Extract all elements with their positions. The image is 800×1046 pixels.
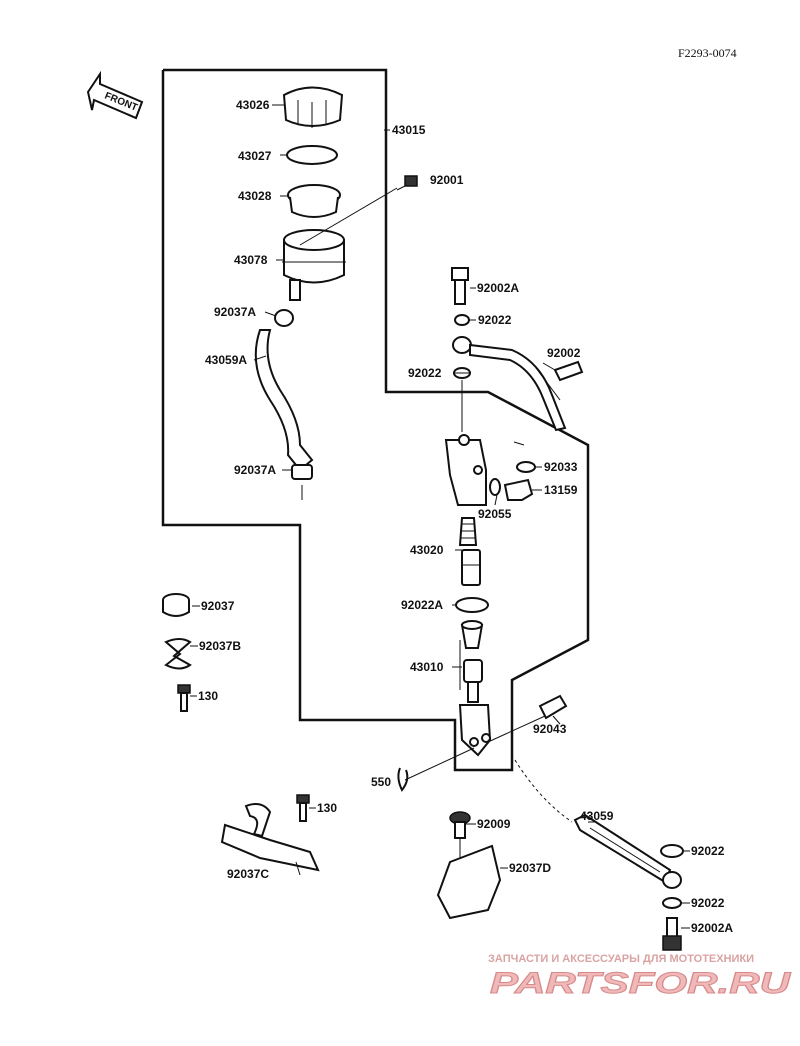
clevis (458, 704, 492, 757)
spring-43020 (458, 517, 481, 586)
part-label: 92022 (691, 896, 725, 910)
part-label: 92002A (477, 281, 519, 295)
washer-92022-top (454, 314, 470, 326)
part-label: 92009 (477, 817, 511, 831)
piston-43010 (459, 620, 484, 703)
leader-92001-line (299, 187, 398, 246)
part-label: 43010 (410, 660, 444, 674)
part-label: 43059A (205, 353, 247, 367)
watermark-brand: PARTSFOR.RU (490, 967, 792, 1000)
washer-92022-lower-top (660, 844, 684, 858)
watermark: ЗАПЧАСТИ И АКСЕССУАРЫ ДЛЯ МОТОТЕХНИКИ PA… (488, 953, 792, 1001)
leader-lines (190, 104, 690, 929)
reservoir-cap (282, 86, 344, 128)
part-label: 13159 (544, 483, 578, 497)
part-label: 92037A (214, 305, 256, 319)
part-label: 130 (317, 801, 337, 815)
part-label: 92055 (478, 507, 512, 521)
part-label: 43026 (236, 98, 270, 112)
reservoir-diaphragm (287, 184, 341, 218)
clip-92037B (164, 638, 192, 670)
part-label: 43020 (410, 543, 444, 557)
front-arrow-icon: FRONT (86, 70, 144, 120)
cotter-pin-550 (397, 747, 475, 792)
diagram-code: F2293-0074 (678, 46, 737, 60)
part-label: 130 (198, 689, 218, 703)
o-ring-92033 (516, 461, 536, 473)
part-label: 92002 (547, 346, 581, 360)
part-label: 92001 (430, 173, 464, 187)
part-label: 92043 (533, 722, 567, 736)
part-label: 43078 (234, 253, 268, 267)
part-label: 92022 (408, 366, 442, 380)
part-label: 92037B (199, 639, 241, 653)
washer-92022-lower-bottom (662, 897, 682, 909)
part-label: 92022 (478, 313, 512, 327)
part-label: 92033 (544, 460, 578, 474)
part-label: 92022 (691, 844, 725, 858)
part-label: 43028 (238, 189, 272, 203)
bolt-130-left (177, 684, 191, 712)
banjo-hose-92002 (452, 336, 567, 432)
bolt-92002 (553, 360, 584, 382)
washer-92022A (455, 597, 489, 613)
part-label: 92037A (234, 463, 276, 477)
assembly-boundary (161, 68, 590, 772)
part-label: 43027 (238, 149, 272, 163)
part-label: 92037C (227, 867, 269, 881)
o-ring-92055 (489, 478, 501, 496)
bracket-92037C (220, 803, 320, 876)
pin-92043 (487, 694, 568, 743)
fitting-13159 (503, 478, 534, 501)
watermark-top-text: ЗАПЧАСТИ И АКСЕССУАРЫ ДЛЯ МОТОТЕХНИКИ (488, 953, 754, 965)
screw-92009 (449, 811, 471, 862)
screw-92001 (396, 175, 418, 191)
banjo-bolt-top (451, 267, 469, 305)
part-label: 43059 (580, 809, 614, 823)
brake-hose-43059 (514, 759, 682, 889)
part-label: 92002A (691, 921, 733, 935)
reservoir-hose (254, 329, 314, 472)
part-label: 92037 (201, 599, 235, 613)
hose-clamp-top (274, 309, 294, 327)
hose-clamp-bottom (291, 464, 313, 500)
part-label: 92022A (401, 598, 443, 612)
bolt-130-middle (296, 794, 310, 822)
grommet-92037 (162, 593, 190, 617)
master-cylinder-body (444, 434, 487, 506)
reservoir (282, 229, 346, 301)
banjo-bolt-bottom (662, 917, 682, 951)
part-label: 43015 (392, 123, 426, 137)
reservoir-plate (286, 145, 338, 165)
part-labels: 43026 43027 43028 43015 92001 43078 9203… (198, 98, 733, 935)
part-label: 550 (371, 775, 391, 789)
cover-92037D (436, 844, 502, 920)
leader-mark-92033 (513, 441, 525, 446)
part-label: 92037D (509, 861, 551, 875)
